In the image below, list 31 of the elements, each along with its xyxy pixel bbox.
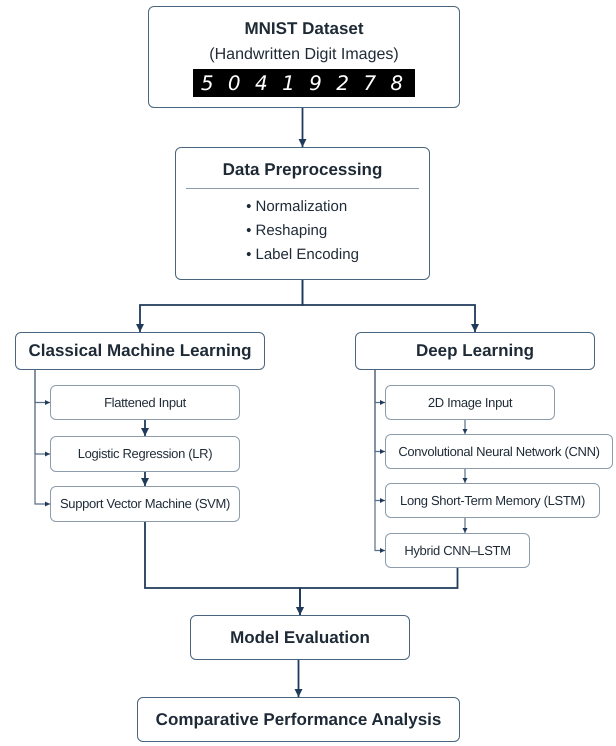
arrow [462, 420, 468, 434]
arrow [141, 472, 149, 486]
digit-strip: 5 0 4 1 9 2 7 8 [192, 69, 416, 97]
arrow [462, 469, 468, 483]
arrow [34, 370, 50, 506]
box-subtitle: (Handwritten Digit Images) [209, 45, 399, 65]
step-box: 2D Image Input [385, 385, 555, 420]
arrow [374, 370, 385, 553]
step-box: Long Short-Term Memory (LSTM) [385, 483, 600, 518]
box-title: Data Preprocessing [222, 159, 382, 181]
bullet-item: • Reshaping [246, 221, 328, 241]
process-box: Model Evaluation [190, 615, 410, 660]
arrow [294, 660, 302, 697]
step-box: Support Vector Machine (SVM) [50, 486, 240, 522]
process-box: Comparative Performance Analysis [137, 697, 460, 742]
process-box: Classical Machine Learning [15, 332, 265, 370]
step-box: Convolutional Neural Network (CNN) [385, 434, 613, 469]
step-box: Hybrid CNN–LSTM [385, 533, 530, 568]
step-box: Logistic Regression (LR) [50, 436, 240, 472]
arrow [302, 280, 479, 332]
bullet-item: • Normalization [246, 197, 348, 217]
arrow [462, 518, 468, 533]
box-title: MNIST Dataset [244, 18, 364, 40]
arrow [141, 420, 149, 436]
step-box: Flattened Input [50, 385, 240, 420]
arrow [296, 568, 458, 615]
process-box: Deep Learning [355, 332, 595, 370]
arrow [298, 108, 306, 147]
bullet-item: • Label Encoding [246, 245, 359, 265]
process-box [175, 147, 430, 280]
dataset-box [148, 6, 460, 108]
